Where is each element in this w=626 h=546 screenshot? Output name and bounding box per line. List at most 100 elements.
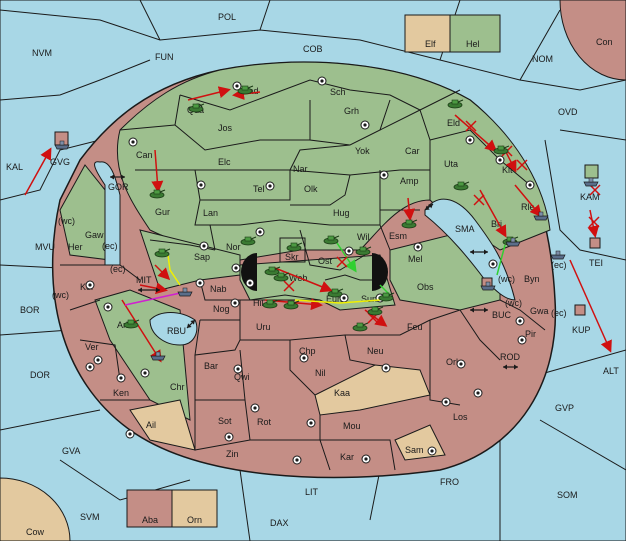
cut-order-icon: [588, 216, 600, 228]
land-label-sch: Sch: [330, 87, 346, 97]
army-unit-icon[interactable]: [286, 242, 303, 252]
army-unit-icon[interactable]: [447, 99, 464, 109]
supply-center-icon: [517, 335, 527, 345]
cut-order-icon: [516, 159, 528, 171]
supply-center-icon: [525, 180, 535, 190]
supply-center-icon: [427, 446, 437, 456]
army-unit-icon[interactable]: [352, 322, 369, 332]
army-unit-icon[interactable]: [154, 248, 171, 258]
supply-center-icon: [128, 137, 138, 147]
land-label-byn: Byn: [524, 274, 540, 284]
sea-label-dor: DOR: [30, 370, 51, 380]
land-label-rle: Rle: [521, 202, 535, 212]
legend-elf-label: Elf: [425, 39, 436, 49]
army-unit-icon[interactable]: [378, 292, 395, 302]
army-unit-icon[interactable]: [283, 300, 300, 310]
land-label-gwa: Gwa: [530, 306, 549, 316]
army-unit-icon[interactable]: [327, 288, 344, 298]
supply-center-icon: [116, 373, 126, 383]
army-unit-icon[interactable]: [237, 85, 254, 95]
units-layer: [54, 85, 599, 361]
sea-label-tei: TEI: [589, 258, 603, 268]
move-order-arrow: [121, 299, 162, 363]
kup-marker-box: [574, 304, 586, 316]
army-unit-icon[interactable]: [188, 103, 205, 113]
land-label-mou: Mou: [343, 421, 361, 431]
supply-center-icon: [125, 429, 135, 439]
land-label-ver: Ver: [85, 342, 99, 352]
move-order-arrow: [24, 147, 52, 196]
legend-aba-label: Aba: [142, 515, 158, 525]
orders-layer: [24, 86, 612, 363]
fleet-unit-icon[interactable]: [177, 287, 193, 297]
army-unit-icon[interactable]: [123, 319, 140, 329]
fleet-unit-icon[interactable]: [480, 281, 496, 291]
land-label-her: Her: [68, 242, 83, 252]
sea-label-mvu: MVU: [35, 242, 55, 252]
province-con[interactable]: [559, 0, 626, 81]
move-order-arrow: [154, 264, 171, 281]
sea-label-alt: ALT: [603, 366, 619, 376]
fleet-unit-icon[interactable]: [54, 140, 70, 150]
province-cow[interactable]: [0, 477, 71, 542]
supply-center-icon: [224, 432, 234, 442]
sea-connection-icon: [186, 319, 196, 329]
land-label-can: Can: [136, 150, 153, 160]
sea-sma[interactable]: [424, 198, 516, 301]
sea-label-svm: SVM: [80, 512, 100, 522]
sea-rbu[interactable]: [149, 312, 198, 346]
fleet-unit-icon[interactable]: [505, 237, 521, 247]
fleet-unit-icon[interactable]: [533, 211, 549, 221]
land-label-nar: Nar: [293, 164, 308, 174]
sea-connection-icon: [503, 364, 518, 370]
sea-label-kup: KUP: [572, 325, 591, 335]
land-label-uta: Uta: [444, 159, 458, 169]
sea-label-som: SOM: [557, 490, 578, 500]
army-unit-icon[interactable]: [273, 272, 290, 282]
supply-center-icon: [515, 316, 525, 326]
land-label-yok: Yok: [355, 146, 370, 156]
army-unit-icon[interactable]: [264, 266, 281, 276]
land-label-orl: Orl: [446, 357, 458, 367]
land-label-wil: Wil: [357, 232, 370, 242]
supply-center-icon: [299, 353, 309, 363]
army-unit-icon[interactable]: [323, 235, 340, 245]
sea-label-dax: DAX: [270, 518, 289, 528]
army-unit-icon[interactable]: [149, 189, 166, 199]
land-label-tel: Tel: [253, 184, 265, 194]
supply-center-icon: [361, 454, 371, 464]
supply-center-icon: [441, 397, 451, 407]
land-label-neu: Neu: [367, 346, 384, 356]
sea-gor[interactable]: [94, 161, 121, 266]
sea-label-ovd: OVD: [558, 107, 578, 117]
supply-center-icon: [381, 363, 391, 373]
fleet-unit-icon[interactable]: [150, 351, 166, 361]
sea-connection-icon: [470, 307, 488, 313]
land-label-eun: Eun: [326, 294, 342, 304]
cut-order-icon: [589, 184, 601, 196]
fleet-unit-icon[interactable]: [583, 177, 599, 187]
army-unit-icon[interactable]: [453, 181, 470, 191]
legend-top: Elf Hel: [404, 14, 501, 53]
supply-center-icon: [265, 181, 275, 191]
army-unit-icon[interactable]: [240, 236, 257, 246]
army-unit-icon[interactable]: [493, 145, 510, 155]
army-unit-icon[interactable]: [401, 219, 418, 229]
sea-connection-icon: [110, 174, 125, 180]
land-label-ost: Ost: [318, 256, 333, 266]
supply-center-icon: [456, 359, 466, 369]
move-order-arrow: [514, 184, 542, 218]
sea-label-buc: BUC: [492, 310, 512, 320]
land-label-kaa: Kaa: [334, 388, 350, 398]
move-order-arrow: [403, 197, 416, 221]
army-unit-icon[interactable]: [355, 246, 372, 256]
fleet-unit-icon[interactable]: [550, 250, 566, 260]
army-unit-icon[interactable]: [367, 306, 384, 316]
land-label-qwi: Qwi: [234, 372, 250, 382]
army-unit-icon[interactable]: [262, 299, 279, 309]
sea-labels: POL NVM FUN COB NOM Con OVD KAL GVG GOR …: [6, 12, 619, 537]
legend-orn-box: [171, 489, 218, 528]
sea-connection-icon: [470, 249, 488, 255]
land-label-kit: Kit: [502, 165, 513, 175]
